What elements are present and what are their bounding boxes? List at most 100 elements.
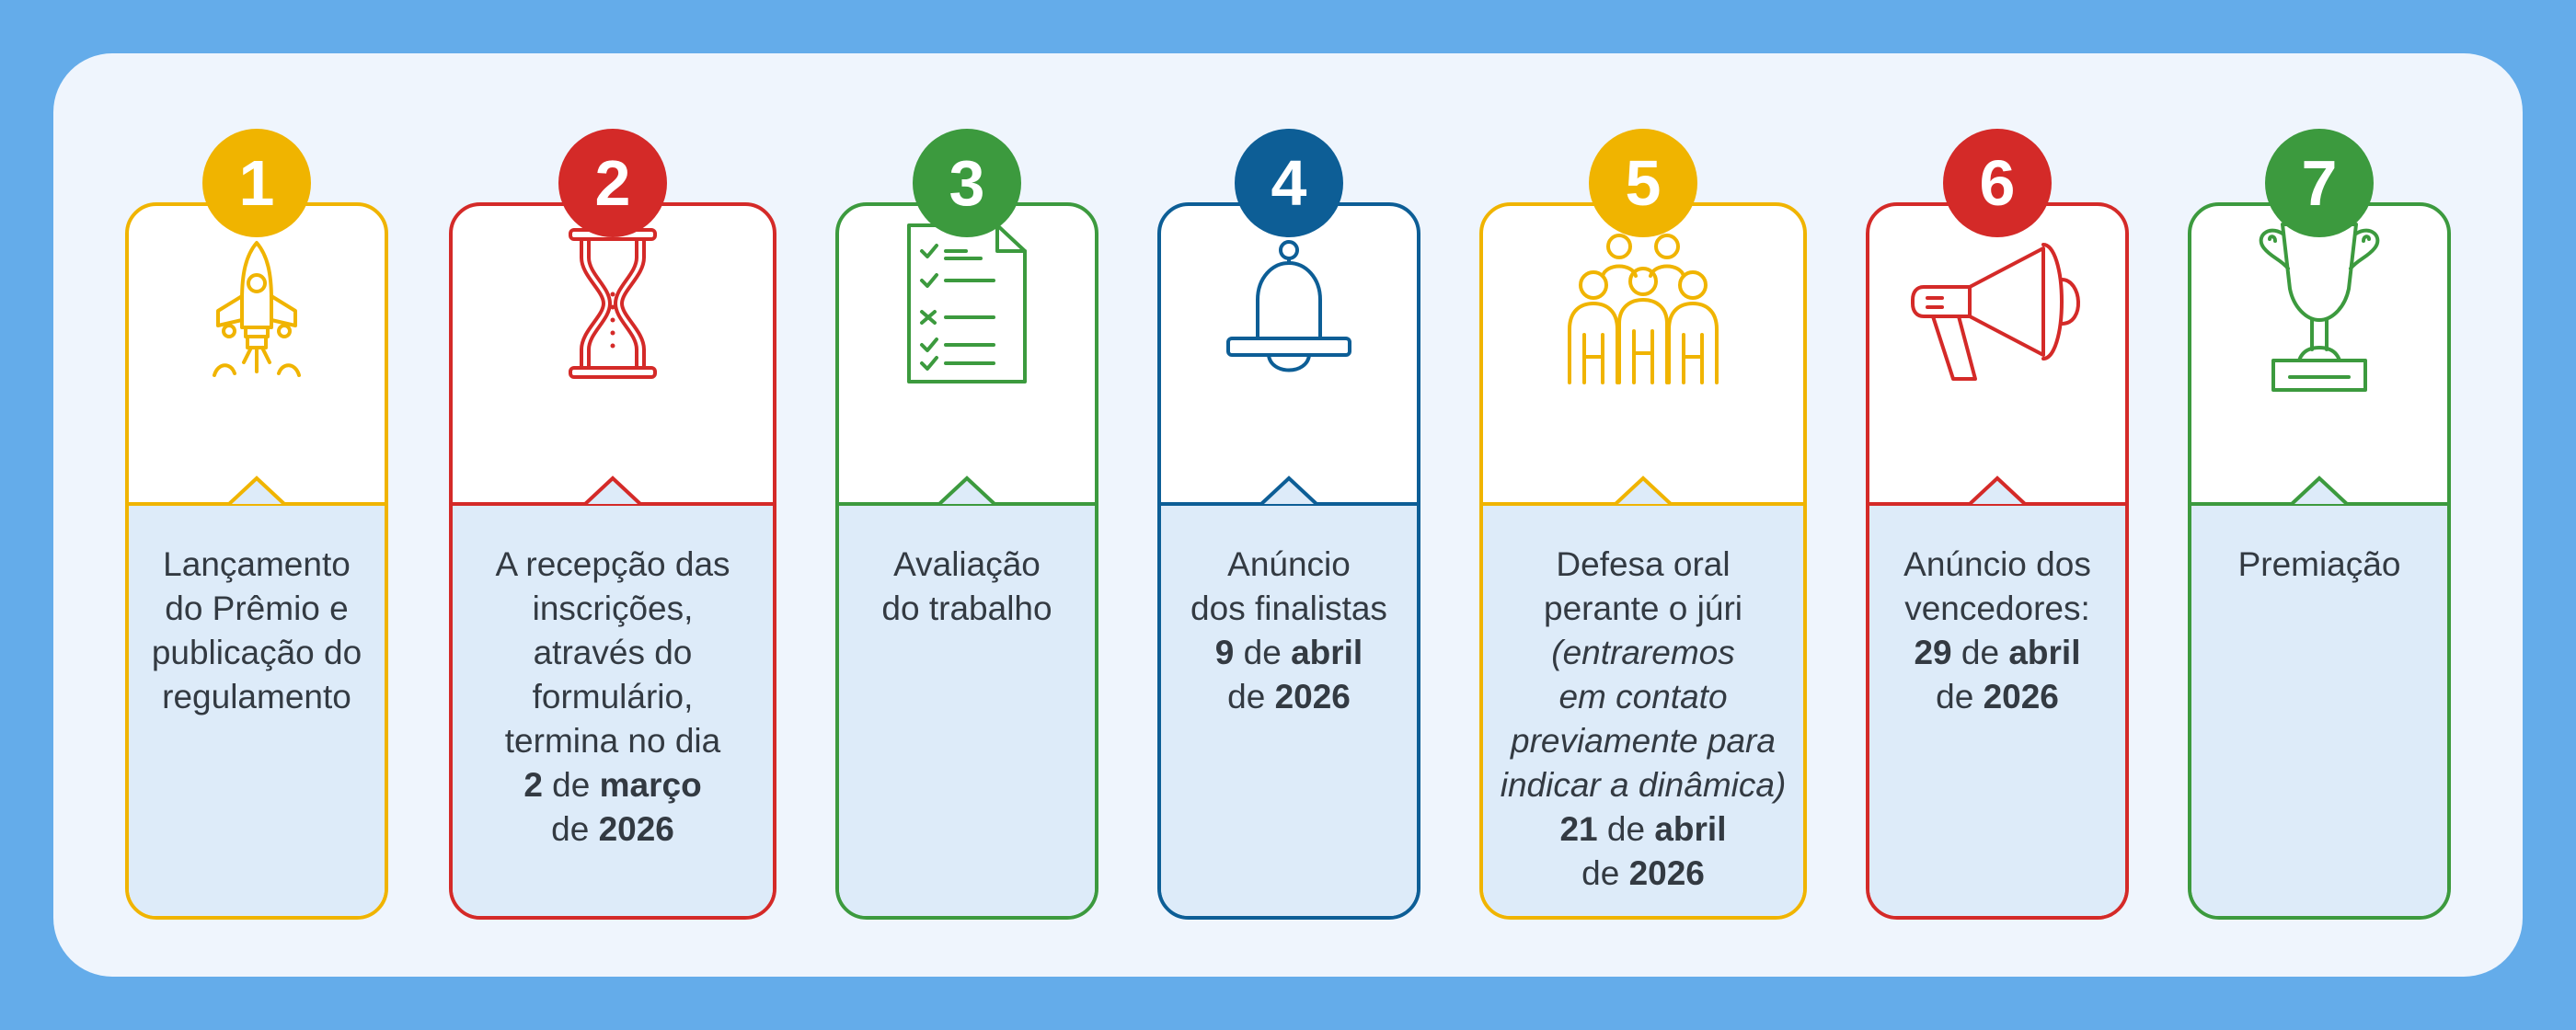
text-segment: Avaliação [893, 545, 1041, 583]
text-segment: de [1597, 810, 1655, 848]
description-line: A recepção das [449, 543, 776, 587]
italic-note: previamente para [1511, 722, 1776, 760]
step-card [1479, 202, 1807, 920]
text-segment: regulamento [162, 678, 351, 715]
emphasis-text: 21 [1559, 810, 1598, 848]
step-description-area [453, 506, 773, 916]
description-line: perante o júri [1479, 587, 1807, 631]
text-segment: de [1936, 678, 1984, 715]
description-line: 9 de abril [1157, 631, 1420, 675]
text-segment: A recepção das [495, 545, 730, 583]
description-line: de 2026 [1479, 852, 1807, 896]
step-card [835, 202, 1098, 920]
emphasis-text: 9 [1214, 634, 1235, 671]
text-segment: de [1951, 634, 2009, 671]
step-number-badge: 4 [1235, 129, 1343, 237]
divider-notch [583, 475, 642, 506]
emphasis-text: 2026 [1628, 854, 1705, 892]
description-line: através do [449, 631, 776, 675]
divider-notch [937, 475, 996, 506]
step-description-area [129, 506, 385, 916]
step-description: Avaliação do trabalho [835, 543, 1098, 631]
description-line: vencedores: [1866, 587, 2129, 631]
description-line: de 2026 [449, 807, 776, 852]
text-segment: de [542, 766, 600, 804]
step-description-area [1869, 506, 2125, 916]
description-line: Lançamento [125, 543, 388, 587]
description-line: 2 de março [449, 763, 776, 807]
description-line: (entraremos [1479, 631, 1807, 675]
text-segment: de [551, 810, 599, 848]
divider-notch [1968, 475, 2027, 506]
emphasis-text: abril [1654, 810, 1727, 848]
text-segment: Lançamento [163, 545, 351, 583]
step-description: Premiação [2188, 543, 2451, 587]
text-segment: Premiação [2237, 545, 2401, 583]
step-card [125, 202, 388, 920]
description-line: previamente para [1479, 719, 1807, 763]
text-segment: formulário, [532, 678, 694, 715]
text-segment: inscrições, [532, 589, 694, 627]
emphasis-text: abril [1291, 634, 1363, 671]
step-description-area [1161, 506, 1417, 916]
description-line: Anúncio [1157, 543, 1420, 587]
group-of-people-icon [1568, 234, 1719, 384]
description-line: de 2026 [1866, 675, 2129, 719]
description-line: 29 de abril [1866, 631, 2129, 675]
divider-notch [2290, 475, 2349, 506]
divider-notch [1614, 475, 1673, 506]
description-line: Avaliação [835, 543, 1098, 587]
step-description: Lançamento do Prêmio e publicação do regula… [125, 543, 388, 719]
text-segment: de [1227, 678, 1275, 715]
step-number-badge: 3 [913, 129, 1021, 237]
text-segment: Anúncio [1227, 545, 1351, 583]
emphasis-text: março [599, 766, 702, 804]
text-segment: do trabalho [881, 589, 1052, 627]
text-segment: termina no dia [504, 722, 721, 760]
description-line: 21 de abril [1479, 807, 1807, 852]
trophy-icon [2259, 223, 2380, 392]
text-segment: publicação do [151, 634, 362, 671]
description-line: publicação do [125, 631, 388, 675]
hourglass-icon [569, 228, 657, 379]
step-number-badge: 5 [1589, 129, 1697, 237]
text-segment: de [1234, 634, 1292, 671]
description-line: Anúncio dos [1866, 543, 2129, 587]
text-segment: vencedores: [1904, 589, 2090, 627]
text-segment: perante o júri [1544, 589, 1742, 627]
italic-note: indicar a dinâmica) [1500, 766, 1787, 804]
emphasis-text: abril [2008, 634, 2081, 671]
description-line: termina no dia [449, 719, 776, 763]
divider-notch [1259, 475, 1318, 506]
bell-icon [1226, 240, 1351, 372]
description-line: do Prêmio e [125, 587, 388, 631]
description-line: dos finalistas [1157, 587, 1420, 631]
description-line: regulamento [125, 675, 388, 719]
step-description-area [839, 506, 1095, 916]
step-number-badge: 6 [1943, 129, 2052, 237]
step-number-badge: 1 [202, 129, 311, 237]
italic-note: (entraremos [1551, 634, 1735, 671]
timeline-step-2: 2 A recepção das inscrições, através do form… [449, 0, 776, 920]
emphasis-text: 2026 [1983, 678, 2059, 715]
megaphone-icon [1911, 243, 2080, 381]
text-segment: através do [533, 634, 693, 671]
step-description-area [2191, 506, 2447, 916]
description-line: inscrições, [449, 587, 776, 631]
divider-notch [227, 475, 286, 506]
description-line: de 2026 [1157, 675, 1420, 719]
emphasis-text: 29 [1914, 634, 1952, 671]
text-segment: Anúncio dos [1903, 545, 2091, 583]
text-segment: do Prêmio e [165, 589, 349, 627]
emphasis-text: 2026 [1274, 678, 1351, 715]
step-number-badge: 2 [558, 129, 667, 237]
step-card [1157, 202, 1420, 920]
